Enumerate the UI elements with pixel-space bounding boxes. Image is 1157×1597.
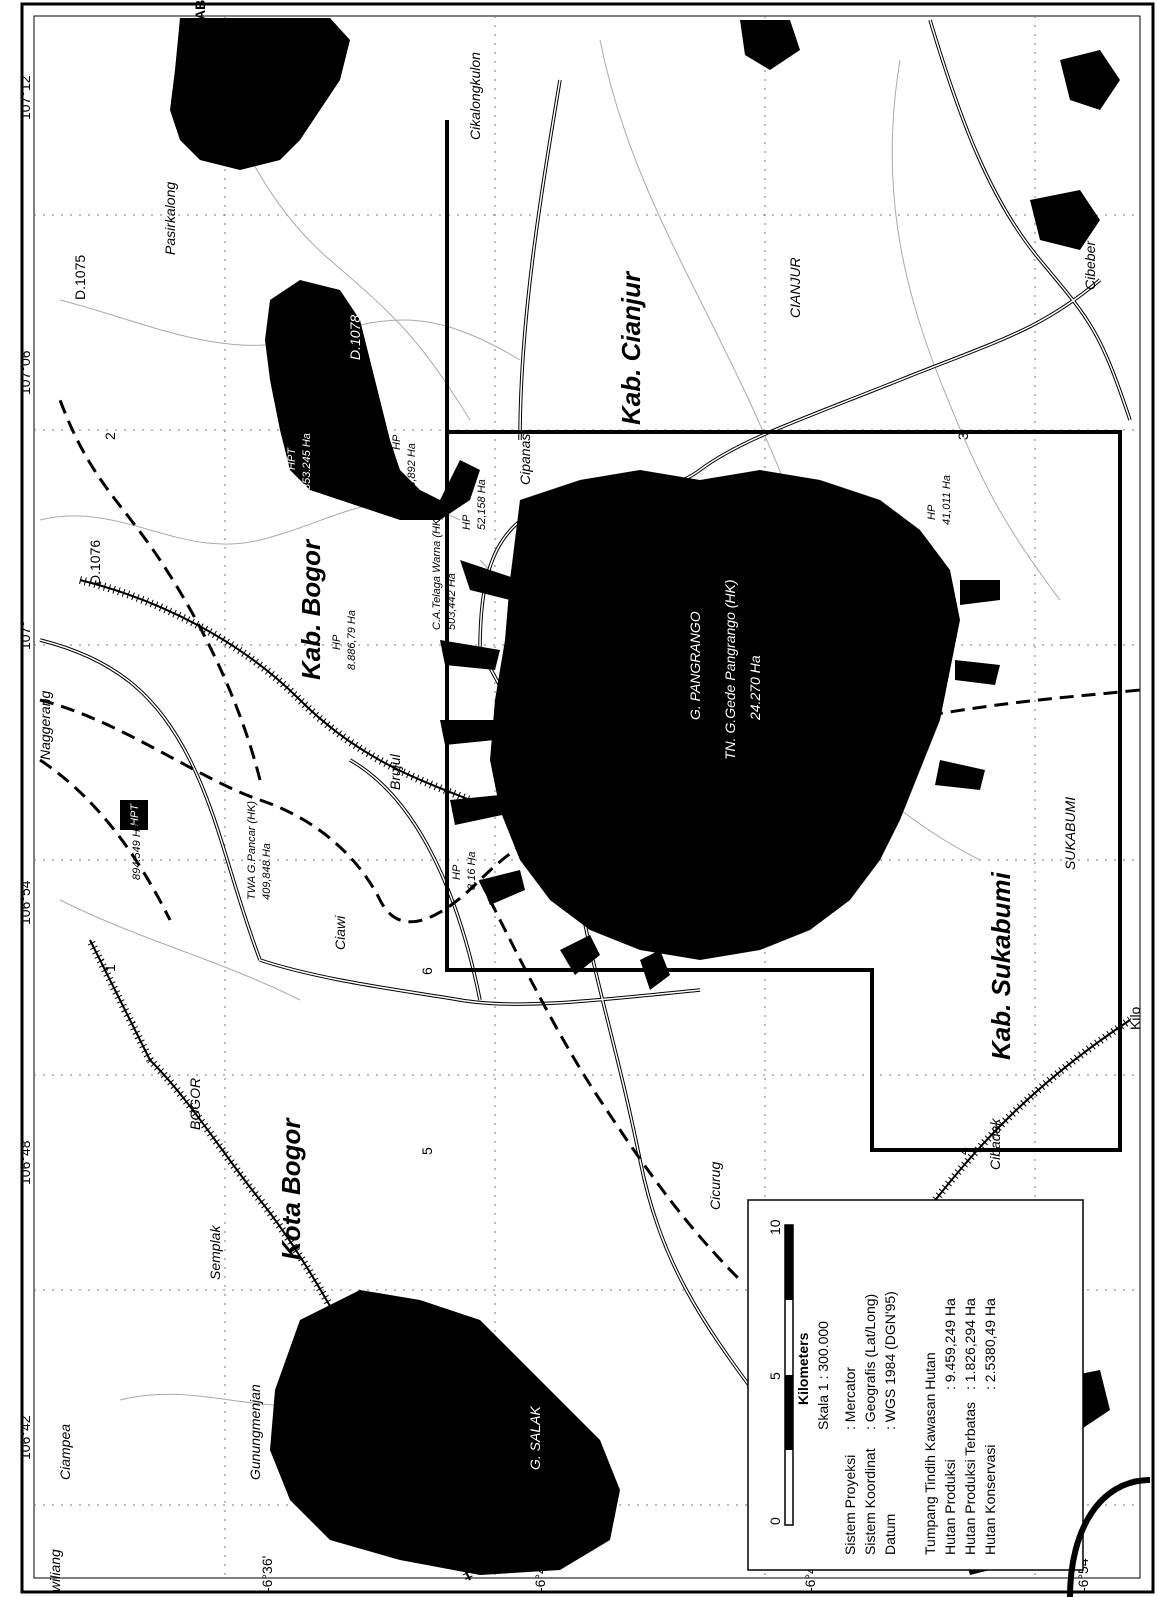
svg-text:: WGS 1984 (DGN'95): : WGS 1984 (DGN'95) xyxy=(882,1291,898,1430)
label-bogor: BOGOR xyxy=(187,1078,203,1130)
svg-text:41,011 Ha: 41,011 Ha xyxy=(941,475,953,525)
svg-text:503,442 Ha: 503,442 Ha xyxy=(446,573,458,630)
svg-text:Skala 1 : 300.000: Skala 1 : 300.000 xyxy=(815,1321,831,1430)
study-area-box xyxy=(445,120,1122,1152)
label-d1078: D.1078 xyxy=(347,315,363,360)
label-cibeber: Cibeber xyxy=(1082,240,1098,290)
svg-text:74,556 Ha: 74,556 Ha xyxy=(651,484,663,535)
svg-text:: 2.5380,49 Ha: : 2.5380,49 Ha xyxy=(982,1298,998,1390)
label-gunungmenjan: Gunungmenjan xyxy=(247,1384,263,1480)
svg-text:106°42': 106°42' xyxy=(17,1413,33,1460)
label-pasirkalong: Pasirkalong xyxy=(162,182,178,255)
svg-text:4: 4 xyxy=(955,1147,971,1155)
svg-text:Sistem Koordinat: Sistem Koordinat xyxy=(862,1448,878,1555)
label-sukabumi: SUKABUMI xyxy=(1062,797,1078,870)
legend-panel: 0 5 10 Kilometers Skala 1 : 300.000 Sist… xyxy=(747,1199,1084,1571)
svg-text:52,158 Ha: 52,158 Ha xyxy=(476,479,488,530)
svg-text:8.886,79 Ha: 8.886,79 Ha xyxy=(346,610,358,670)
svg-text:Hutan Produksi: Hutan Produksi xyxy=(942,1459,958,1555)
longitude-labels: 107°12' 107°06' 107° 106°54' 106°48' 106… xyxy=(17,73,33,1460)
label-leuwiliang: wiliang xyxy=(47,1549,63,1592)
svg-text:456,892 Ha: 456,892 Ha xyxy=(406,443,418,500)
label-cipanas: Cipanas xyxy=(517,434,533,485)
svg-text:Sistem Proyeksi: Sistem Proyeksi xyxy=(842,1455,858,1555)
svg-text:HP: HP xyxy=(391,434,403,450)
svg-text:107°: 107° xyxy=(17,621,33,650)
svg-text:: 1.826,294 Ha: : 1.826,294 Ha xyxy=(962,1298,978,1390)
svg-text:107°12': 107°12' xyxy=(17,73,33,120)
svg-text:HP: HP xyxy=(551,584,563,600)
svg-text:Kilometers: Kilometers xyxy=(795,1332,811,1405)
label-salak: G. SALAK xyxy=(527,1406,543,1470)
svg-text:HP: HP xyxy=(926,504,938,520)
map-inner-frame xyxy=(33,15,1141,1579)
svg-text:5: 5 xyxy=(767,1372,783,1380)
svg-text:C.A.Telaga Warna (HK): C.A.Telaga Warna (HK) xyxy=(431,515,443,630)
label-kab-cianjur: Kab. Cianjur xyxy=(616,270,646,425)
label-cianjur: CIANJUR xyxy=(787,257,803,318)
svg-text:HP: HP xyxy=(331,634,343,650)
svg-text:4,07 Ha: 4,07 Ha xyxy=(566,541,578,580)
svg-text:409,848 Ha: 409,848 Ha xyxy=(261,843,273,900)
svg-text:TWA G.Pancar (HK): TWA G.Pancar (HK) xyxy=(246,801,258,900)
svg-text:: 9.459,249 Ha: : 9.459,249 Ha xyxy=(942,1298,958,1390)
svg-text:-6°42': -6°42' xyxy=(532,1556,548,1592)
svg-text:HP: HP xyxy=(461,514,473,530)
svg-text:Tumpang Tindih Kawasan Hutan: Tumpang Tindih Kawasan Hutan xyxy=(922,1352,938,1555)
svg-text:Hutan Konservasi: Hutan Konservasi xyxy=(982,1444,998,1555)
svg-text:106°48': 106°48' xyxy=(17,1138,33,1185)
label-tn-area: 24.270 Ha xyxy=(747,655,763,721)
label-cikalongkulon: Cikalongkulon xyxy=(467,52,483,140)
svg-text:-6°36': -6°36' xyxy=(259,1556,275,1592)
svg-text:Hutan Produksi Terbatas: Hutan Produksi Terbatas xyxy=(962,1402,978,1555)
label-cicurug: Cicurug xyxy=(707,1162,723,1210)
svg-text:107°06': 107°06' xyxy=(17,348,33,395)
label-cibadak: Cibadak xyxy=(987,1118,1003,1170)
svg-text:106°54': 106°54' xyxy=(17,878,33,925)
svg-text:5: 5 xyxy=(419,1147,435,1155)
svg-text:10: 10 xyxy=(767,1219,783,1235)
label-ciawi: Ciawi xyxy=(332,915,348,950)
svg-text:853.245 Ha: 853.245 Ha xyxy=(301,433,313,490)
svg-text:: Mercator: : Mercator xyxy=(842,1367,858,1430)
label-naggerang: Naggerang xyxy=(37,691,53,760)
label-d1075: D.1075 xyxy=(72,255,88,300)
label-kota-bogor: Kota Bogor xyxy=(276,1117,306,1260)
svg-text:HP: HP xyxy=(451,864,463,880)
label-kab-sukabumi: Kab. Sukabumi xyxy=(986,871,1016,1060)
admin-boundaries xyxy=(39,399,1141,1282)
svg-text:HP: HP xyxy=(636,509,648,525)
label-semplak: Semplak xyxy=(207,1225,223,1280)
svg-text:: Geografis (Lat/Long): : Geografis (Lat/Long) xyxy=(862,1294,878,1430)
label-d1076: D.1076 xyxy=(87,540,103,585)
svg-text:3: 3 xyxy=(955,432,971,440)
svg-text:Datum: Datum xyxy=(882,1514,898,1555)
svg-text:HPT: HPT xyxy=(129,803,141,826)
label-sanggabuwana: G. SANGGABUWAN xyxy=(192,0,208,90)
label-ciampea: Ciampea xyxy=(57,1424,73,1480)
stamp-arc xyxy=(1067,1477,1151,1597)
label-brujul: Brujul xyxy=(387,753,403,790)
svg-text:894.549 Ha: 894.549 Ha xyxy=(131,823,143,880)
svg-text:0: 0 xyxy=(767,1517,783,1525)
svg-text:1: 1 xyxy=(102,964,118,972)
label-pangrango: G. PANGRANGO xyxy=(687,611,703,720)
label-tn-name: TN. G.Gede Pangrango (HK) xyxy=(722,579,738,760)
svg-text:Kilo: Kilo xyxy=(1127,1006,1143,1030)
svg-text:HPT: HPT xyxy=(286,447,298,470)
label-kab-bogor: Kab. Bogor xyxy=(296,538,326,680)
svg-text:2: 2 xyxy=(102,432,118,440)
svg-text:8,16 Ha: 8,16 Ha xyxy=(466,851,478,890)
svg-text:6: 6 xyxy=(419,967,435,975)
